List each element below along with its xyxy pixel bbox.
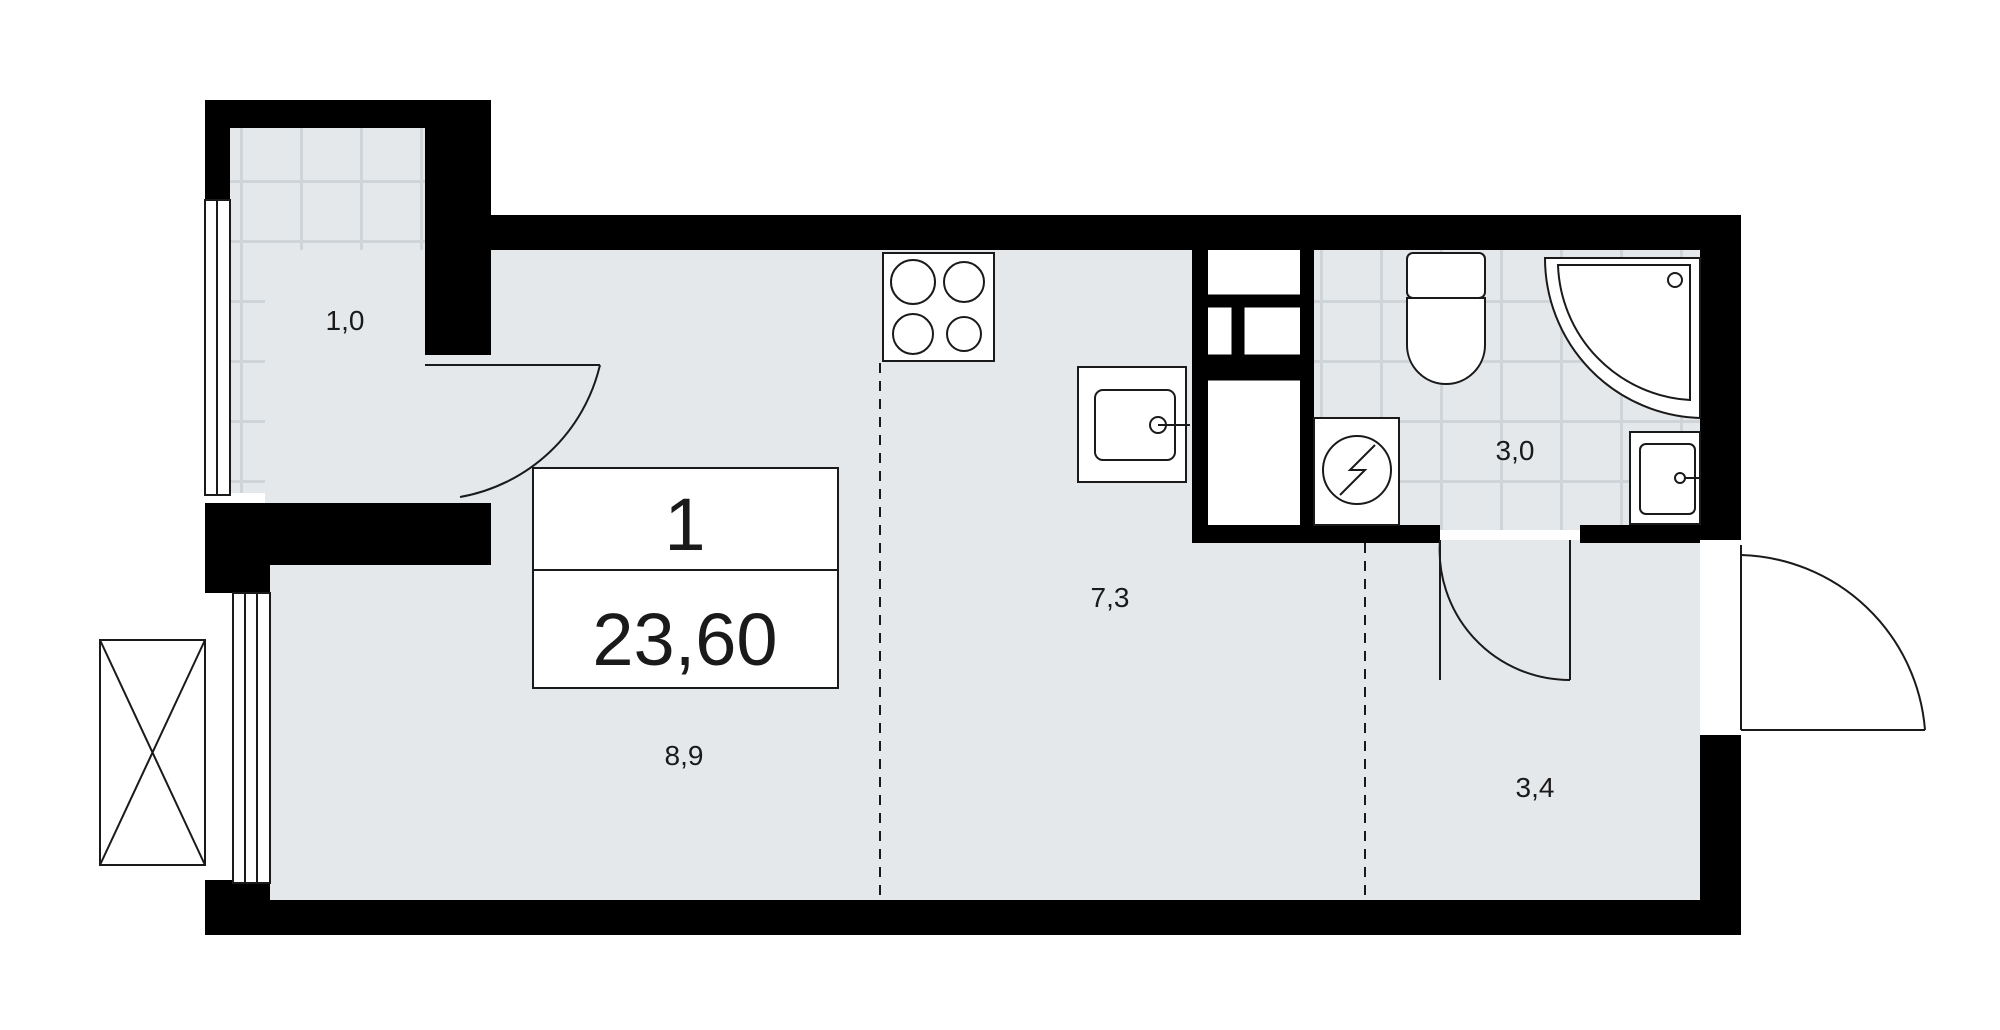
room-area-bathroom: 3,0 <box>1496 435 1535 466</box>
top-wall <box>491 215 1741 250</box>
ventilation-shaft-icon <box>1207 250 1301 525</box>
bottom-wall <box>205 900 1741 935</box>
door-opening-floor <box>425 365 485 495</box>
shaft-wall-left <box>1192 250 1208 540</box>
living-upper-floor <box>486 250 886 360</box>
electrical-panel-icon <box>1313 417 1400 526</box>
bathroom-wall-bottom-right <box>1580 525 1700 543</box>
washbasin-icon <box>1629 431 1701 525</box>
stove-icon <box>882 252 995 362</box>
toilet-icon <box>1406 252 1486 385</box>
bathroom-wall-bottom-left <box>1192 525 1440 543</box>
info-box: 1 23,60 <box>532 467 839 689</box>
left-wall-bottom <box>205 880 270 935</box>
ac-unit-icon <box>99 639 206 866</box>
room-count: 1 <box>664 483 705 566</box>
hall-floor <box>1192 540 1700 900</box>
bathroom-wall-left <box>1300 250 1314 540</box>
balcony-wall-right <box>425 100 491 355</box>
sink-icon <box>1077 366 1190 483</box>
room-area-kitchen: 7,3 <box>1091 582 1130 613</box>
room-area-hall: 3,4 <box>1516 772 1555 803</box>
walls <box>205 100 1741 935</box>
bathtub-icon <box>1543 257 1701 420</box>
room-labels: 1,0 8,9 7,3 3,0 3,4 <box>326 305 1555 803</box>
balcony-wall-left-top <box>205 100 230 200</box>
door-icon <box>425 364 1926 731</box>
left-wall-mid <box>205 503 270 593</box>
window-icon <box>204 199 271 884</box>
right-wall-upper <box>1700 215 1741 540</box>
room-area-balcony: 1,0 <box>326 305 365 336</box>
room-area-living: 8,9 <box>665 740 704 771</box>
total-area: 23,60 <box>592 598 777 681</box>
zone-dividers <box>879 363 1366 900</box>
